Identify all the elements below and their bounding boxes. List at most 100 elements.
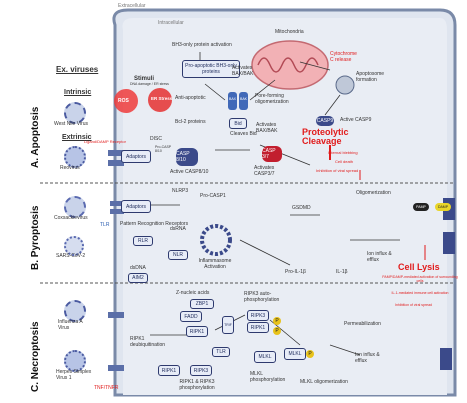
- mlkl-phos-label: MLKL phosphorylation: [250, 371, 286, 383]
- damp-badge: DAMP: [435, 203, 451, 211]
- pore-pyroptosis-2: [443, 232, 455, 254]
- casp37-pill: CASP 3/7: [262, 146, 282, 162]
- ripk1-deubiq-label: RIPK1 deubiquitination: [130, 336, 166, 348]
- dsrna-label: dsRNA: [170, 226, 186, 232]
- ion-influx-pyroptosis-label: Ion influx & efflux: [367, 251, 392, 263]
- mlkl-box: MLKL: [254, 351, 276, 363]
- influenza-icon: [64, 300, 86, 322]
- ripk1-box-1: RIPK1: [186, 326, 208, 337]
- lysis-point-2: IL-1-mediated immune cell activation: [391, 291, 449, 295]
- ripk3-box-1: RIPK3: [247, 310, 269, 321]
- ripk1-phos-label: RIPK1 & RIPK3 phosphorylation: [179, 379, 215, 391]
- lysis-point-1: PAMP/DAMP-mediated activation of surroun…: [382, 275, 458, 283]
- inflammasome-label: Inflammasome Activation: [198, 258, 232, 270]
- gsdmd-label: GSDMD: [292, 205, 311, 211]
- ligand-damp-label: Ligand/DAMP Receptor: [84, 139, 126, 144]
- ripk3-box-2: RIPK3: [190, 365, 212, 376]
- ex-viruses-header: Ex. viruses: [56, 65, 99, 74]
- tnf-tnfr-label: TNF/TNFR: [94, 385, 119, 391]
- ripk3-auto-label: RIPK3 auto-phosphorylation: [244, 291, 280, 303]
- fadd-box: FADD: [180, 311, 202, 322]
- p-phospho-2: P: [273, 327, 281, 335]
- bax-label: BAX: [229, 97, 237, 101]
- pore-forming-label: Pore-forming oligomerization: [255, 93, 289, 105]
- adaptors-box-pyroptosis: Adaptors: [121, 200, 151, 213]
- extracellular-label: Extracellular: [118, 3, 146, 9]
- cytochrome-label: Cytochrome C release: [330, 51, 357, 63]
- p-phospho-3: P: [306, 350, 314, 358]
- aim2-box: AIM2: [128, 273, 148, 283]
- inhibition-viral-label: Inhibition of viral spread: [316, 168, 359, 173]
- trif-box: TRIF: [222, 316, 234, 334]
- tlr-label-pyroptosis: TLR: [100, 222, 110, 228]
- influenza-label: Influenza A Virus: [58, 319, 83, 331]
- rlr-box: RLR: [133, 236, 153, 246]
- sarscov2-label: SARS-CoV-2: [56, 253, 86, 259]
- tlr-box: TLR: [212, 347, 230, 357]
- adaptors-box-apoptosis: Adaptors: [121, 150, 151, 163]
- herpes-label: Herpes Simplex Virus 1: [56, 369, 92, 381]
- pro-casp-label: Pro-CASP 8/10: [155, 145, 172, 153]
- p-phospho-1: P: [273, 317, 281, 325]
- er-stress-burst: [148, 88, 172, 112]
- casp9-pill: CASP9: [316, 116, 334, 126]
- zbp1-box: ZBP1: [190, 299, 214, 309]
- proteolytic-label: Proteolytic Cleavage: [302, 127, 349, 146]
- intracellular-label: Intracellular: [158, 20, 184, 26]
- er-stress-label: ER Stress: [151, 96, 173, 101]
- stimuli-label: Stimuli: [134, 76, 155, 82]
- inflammasome-ring: [200, 224, 232, 256]
- pro-casp1-label: Pro-CASP1: [200, 193, 226, 199]
- bid-box: Bid: [229, 118, 247, 129]
- reovirus-label: Reovirus: [60, 165, 80, 171]
- active-casp810-label: Active CASP8/10: [170, 169, 209, 175]
- pro-il1b-label: Pro-IL-1β: [285, 269, 306, 275]
- lysis-point-3: Inhibition of viral spread: [395, 303, 432, 307]
- ros-burst: [114, 89, 138, 113]
- nlrp3-label: NLRP3: [172, 188, 189, 194]
- pro-apoptotic-box: Pro-apoptotic BH3-only proteins: [182, 60, 240, 78]
- pamp-badge: PAMP: [413, 203, 429, 211]
- stimuli-sub-label: DNA damage / ER stress: [130, 82, 169, 86]
- activates-bax2-label: Activates BAX/BAK: [256, 122, 278, 134]
- dsdna-label: dsDNA: [130, 265, 146, 271]
- pore-necroptosis: [440, 348, 452, 370]
- apoptosome-label: Apoptosome formation: [356, 71, 385, 83]
- mlkl-oligo-label: MLKL oligomerization: [300, 379, 348, 385]
- oligomerization-label: Oligomerization: [356, 190, 391, 196]
- ripk1-box-2: RIPK1: [247, 322, 269, 333]
- coxsackievirus-label: Coxsackievirus: [54, 215, 88, 221]
- sarscov2-icon: [64, 236, 84, 256]
- ripk1-box-3: RIPK1: [158, 365, 180, 376]
- mlkl-box-2: MLKL: [284, 348, 306, 360]
- permeabilization-label: Permeabilization: [344, 321, 381, 327]
- section-necroptosis: C. Necroptosis: [30, 321, 41, 392]
- internal-blebbing-label: Internal blebbing: [328, 150, 358, 155]
- casp810-pill: CASP 8/10: [176, 148, 198, 166]
- mitochondria-label: Mitochondria: [275, 29, 304, 35]
- west-nile-label: West Nile Virus: [54, 121, 88, 127]
- intrinsic-label: Intrinsic: [64, 89, 92, 96]
- activates-casp37-label: Activates CASP3/7: [254, 165, 275, 177]
- section-pyroptosis: B. Pyroptosis: [30, 205, 41, 270]
- prr-label: Pattern Recognition Receptors: [120, 221, 189, 227]
- reovirus-icon: [64, 146, 86, 168]
- activates-bax-label: Activates BAX/BAK: [232, 65, 254, 77]
- west-nile-virus-icon: [64, 102, 86, 124]
- ion-influx-necroptosis-label: Ion influx & efflux: [355, 352, 380, 364]
- disc-label: DISC: [150, 136, 162, 142]
- mitochondria-shape: [251, 40, 329, 90]
- bcl2-label: Bcl-2 proteins: [175, 119, 206, 125]
- section-apoptosis: A. Apoptosis: [30, 106, 41, 168]
- cell-lysis-label: Cell Lysis: [398, 262, 440, 272]
- extrinsic-label: Extrinsic: [62, 134, 92, 141]
- bh3-activation-label: BH3-only protein activation: [172, 42, 232, 48]
- coxsackievirus-icon: [64, 196, 86, 218]
- nlr-box: NLR: [168, 250, 188, 260]
- cleaves-bid-label: Cleaves Bid: [230, 131, 257, 137]
- ros-label: ROS: [118, 98, 129, 104]
- il1b-label: IL-1β: [336, 269, 348, 275]
- herpes-icon: [64, 350, 86, 372]
- z-nucleic-label: Z-nucleic acids: [176, 290, 210, 296]
- cell-death-label: Cell death: [335, 159, 354, 164]
